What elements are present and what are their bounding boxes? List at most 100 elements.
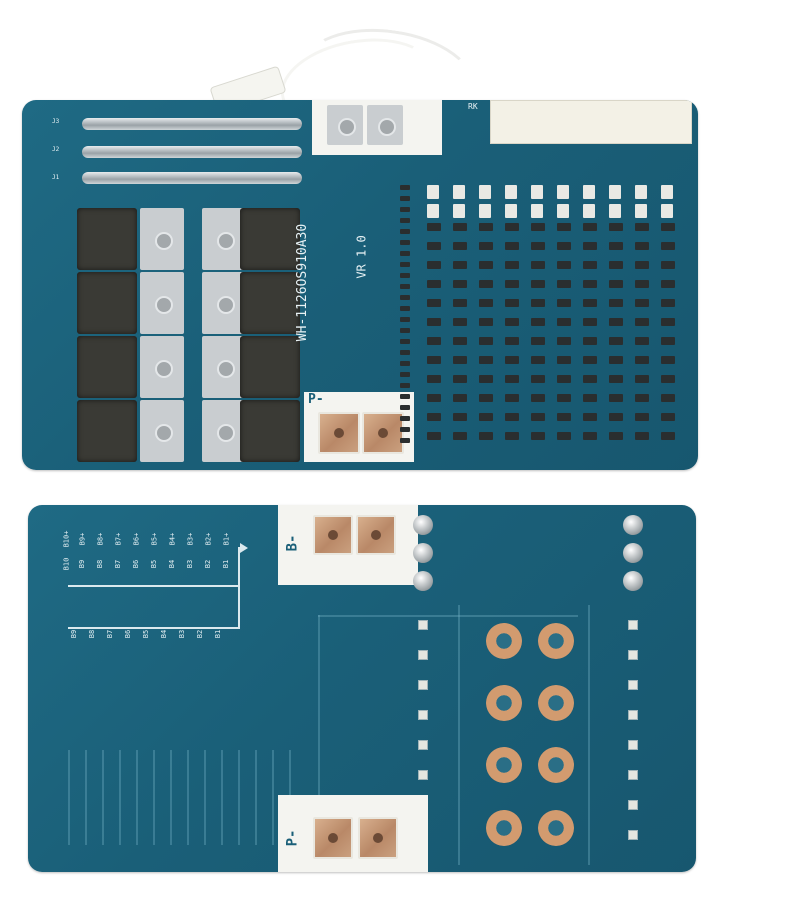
smd-component xyxy=(609,223,623,231)
smd-component xyxy=(453,242,467,250)
terminal-tab xyxy=(327,105,363,145)
smd-component xyxy=(635,185,647,199)
smd-component xyxy=(453,375,467,383)
smd-component xyxy=(453,394,467,402)
smd-component xyxy=(531,432,545,440)
smd-component xyxy=(479,413,493,421)
smd-component xyxy=(400,306,410,311)
arrow-icon xyxy=(240,543,248,553)
smd-component xyxy=(531,242,545,250)
smd-component xyxy=(453,432,467,440)
smd-component xyxy=(635,261,649,269)
smd-component xyxy=(505,185,517,199)
screw xyxy=(413,571,433,591)
smd-component xyxy=(400,196,410,201)
smd-component xyxy=(635,242,649,250)
smd-component xyxy=(400,218,410,223)
smd-component xyxy=(661,185,673,199)
cell-label: B7 xyxy=(106,629,115,639)
p-minus-label: P- xyxy=(308,392,324,407)
smd-component xyxy=(661,318,675,326)
pcb-trace xyxy=(318,615,320,855)
smd-component xyxy=(583,413,597,421)
smd-component xyxy=(557,337,571,345)
smd-component xyxy=(609,375,623,383)
smd-component xyxy=(400,394,410,399)
cell-label: B9+ xyxy=(78,532,87,546)
smd-component xyxy=(609,413,623,421)
smd-component xyxy=(531,261,545,269)
smd-component xyxy=(453,261,467,269)
smd-component xyxy=(635,223,649,231)
smd-component xyxy=(661,394,675,402)
smd-component xyxy=(505,261,519,269)
balance-connector xyxy=(490,100,692,144)
smd-component xyxy=(453,223,467,231)
smd-component xyxy=(505,280,519,288)
smd-component xyxy=(427,337,441,345)
smd-component xyxy=(583,375,597,383)
smd-component xyxy=(557,318,571,326)
smd-component xyxy=(557,356,571,364)
smd-component xyxy=(453,204,465,218)
test-pad xyxy=(628,740,638,750)
cell-label: B3+ xyxy=(186,532,195,546)
mosfet xyxy=(240,400,300,462)
pcb-trace xyxy=(119,750,121,845)
smd-component xyxy=(531,375,545,383)
cell-label: B2 xyxy=(196,629,205,639)
mosfet xyxy=(77,208,137,270)
smd-component xyxy=(505,432,519,440)
smd-component xyxy=(400,361,410,366)
test-pad xyxy=(418,710,428,720)
smd-component xyxy=(531,299,545,307)
smd-component xyxy=(635,318,649,326)
smd-component xyxy=(557,432,571,440)
mosfet xyxy=(77,400,137,462)
terminal-tab xyxy=(367,105,403,145)
smd-component xyxy=(635,299,649,307)
smd-component xyxy=(531,318,545,326)
smd-component xyxy=(427,356,441,364)
smd-component xyxy=(557,261,571,269)
smd-component xyxy=(427,242,441,250)
smd-component xyxy=(531,356,545,364)
test-pad xyxy=(418,740,428,750)
copper-ring xyxy=(538,685,574,721)
smd-component xyxy=(609,242,623,250)
smd-component xyxy=(609,261,623,269)
smd-component xyxy=(479,242,493,250)
cell-label: B6 xyxy=(124,629,133,639)
test-pad xyxy=(628,650,638,660)
pcb-trace xyxy=(204,750,206,845)
smd-component xyxy=(557,204,569,218)
smd-component xyxy=(661,280,675,288)
pcb-trace xyxy=(272,750,274,845)
copper-ring xyxy=(486,747,522,783)
smd-component xyxy=(505,242,519,250)
smd-component xyxy=(583,185,595,199)
shunt-resistor xyxy=(82,172,302,184)
mosfet-tab xyxy=(202,336,246,398)
test-pad xyxy=(628,770,638,780)
smd-component xyxy=(400,273,410,278)
cell-label: B6 xyxy=(132,559,141,569)
pcb-trace xyxy=(255,750,257,845)
cell-label: B5+ xyxy=(150,532,159,546)
smd-component xyxy=(635,337,649,345)
copper-ring xyxy=(538,623,574,659)
smd-component xyxy=(583,223,597,231)
smd-component xyxy=(400,438,410,443)
cell-label: B4 xyxy=(168,559,177,569)
smd-component xyxy=(479,318,493,326)
mosfet-tab xyxy=(140,208,184,270)
smd-component xyxy=(453,356,467,364)
pcb-trace xyxy=(102,750,104,845)
cell-label: B9 xyxy=(78,559,87,569)
shunt-resistor xyxy=(82,146,302,158)
copper-ring xyxy=(486,810,522,846)
cell-label: B7+ xyxy=(114,532,123,546)
smd-component xyxy=(583,432,597,440)
mosfet xyxy=(240,208,300,270)
